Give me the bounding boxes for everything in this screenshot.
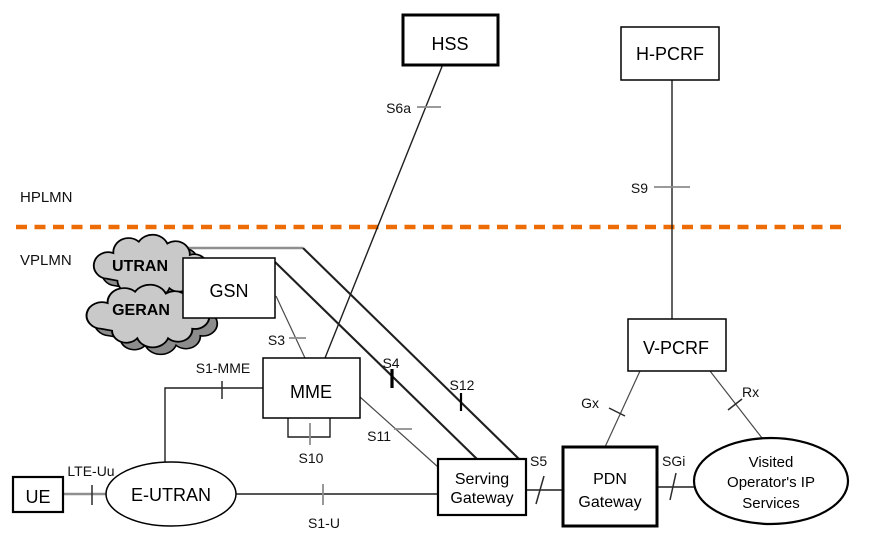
interface-label-s1u: S1-U: [308, 515, 340, 531]
serving-gateway-label-line2: Gateway: [450, 490, 513, 507]
tick-sgi: [669, 472, 677, 501]
node-eutran: E-UTRAN: [105, 461, 237, 527]
node-ue: UE: [11, 475, 65, 514]
edge-s10-loop: [287, 417, 331, 438]
edge-s3: [275, 295, 306, 359]
interface-label-sgi: SGi: [662, 453, 685, 469]
utran-cloud-label: UTRAN: [112, 258, 168, 275]
node-hpcrf: H-PCRF: [620, 26, 720, 81]
edge-s4: [274, 261, 478, 460]
tick-s5: [535, 475, 545, 505]
hss-label: HSS: [431, 34, 468, 54]
interface-label-gx: Gx: [581, 395, 599, 411]
node-pdn-gateway: PDN Gateway: [561, 445, 659, 528]
node-hss: HSS: [401, 13, 500, 67]
interface-labels: S6a S9 S3 S4 S12 S1-MME S10 S11 S1-U LTE…: [67, 100, 759, 531]
tick-rx: [727, 398, 743, 411]
edge-s12-diagonal: [302, 247, 520, 460]
hplmn-region-label: HPLMN: [20, 189, 73, 206]
interface-label-s9: S9: [631, 180, 648, 196]
node-serving-gateway: Serving Gateway: [436, 457, 528, 517]
pdn-gateway-label-line1: PDN: [593, 471, 627, 488]
interface-label-rx: Rx: [742, 384, 759, 400]
vpcrf-label: V-PCRF: [643, 338, 709, 358]
mme-label: MME: [290, 382, 332, 402]
hpcrf-label: H-PCRF: [636, 44, 704, 64]
interface-label-s11: S11: [367, 428, 391, 444]
node-visited-operator-ip-services: Visited Operator's IP Services: [692, 436, 850, 526]
geran-cloud-label: GERAN: [112, 302, 170, 319]
interface-label-lteuu: LTE-Uu: [67, 463, 114, 479]
visited-label-line1: Visited: [749, 454, 794, 471]
interface-label-s1mme: S1-MME: [196, 360, 250, 376]
eutran-label: E-UTRAN: [131, 485, 211, 505]
edges: [63, 63, 763, 496]
tick-gx: [608, 407, 626, 417]
edge-s1mme: [164, 387, 263, 462]
interface-label-s10: S10: [299, 450, 324, 466]
edge-s11: [359, 396, 439, 468]
interface-label-s12: S12: [450, 377, 475, 393]
edge-gx: [604, 370, 641, 448]
interface-label-s6a: S6a: [386, 100, 411, 116]
pdn-gateway-label-line2: Gateway: [578, 494, 641, 511]
visited-label-line2: Operator's IP: [727, 474, 815, 491]
node-mme: MME: [262, 357, 361, 419]
vplmn-region-label: VPLMN: [20, 252, 72, 269]
ue-label: UE: [25, 487, 50, 507]
node-gsn: GSN: [182, 257, 276, 319]
edge-s6a: [324, 63, 444, 359]
node-vpcrf: V-PCRF: [627, 318, 727, 372]
visited-label-line3: Services: [742, 495, 800, 512]
interface-label-s4: S4: [382, 355, 399, 371]
interface-ticks: [91, 106, 743, 505]
gsn-label: GSN: [209, 281, 248, 301]
interface-label-s5: S5: [530, 453, 547, 469]
serving-gateway-label-line1: Serving: [455, 471, 509, 488]
interface-label-s3: S3: [268, 332, 285, 348]
